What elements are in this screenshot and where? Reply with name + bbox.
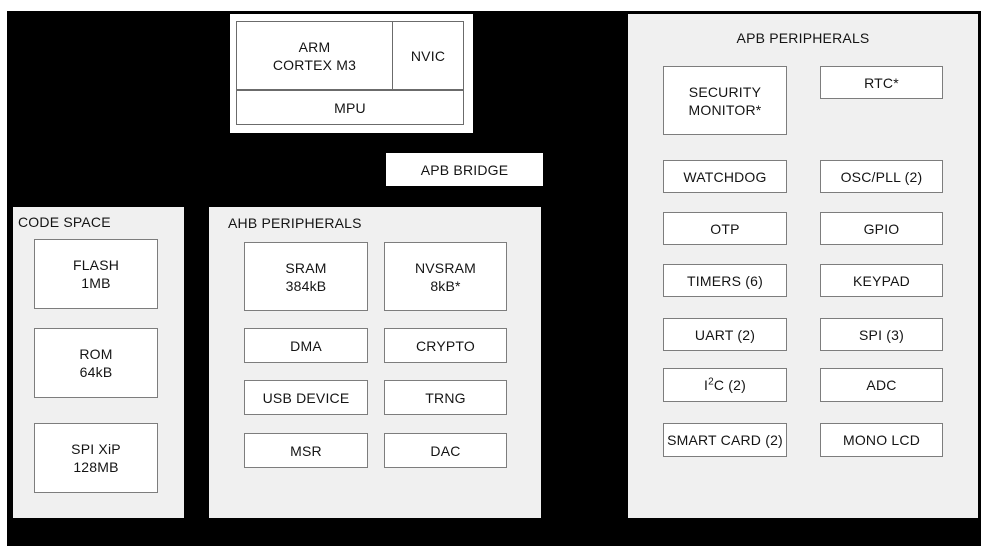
timers-label: TIMERS (6) — [687, 272, 763, 289]
sram-block: SRAM 384kB — [244, 242, 368, 311]
code-space-title: CODE SPACE — [18, 214, 111, 230]
flash-size: 1MB — [81, 275, 111, 291]
arm-core-label-line2: CORTEX M3 — [272, 56, 357, 73]
watchdog-block: WATCHDOG — [663, 160, 787, 193]
rtc-block: RTC* — [820, 66, 943, 99]
osc-pll-block: OSC/PLL (2) — [820, 160, 943, 193]
i2c-superscript: 2 — [708, 376, 714, 388]
spi-xip-label: SPI XiP — [71, 441, 121, 457]
dac-block: DAC — [384, 433, 507, 468]
adc-block: ADC — [820, 368, 943, 402]
watchdog-label: WATCHDOG — [683, 168, 767, 185]
ahb-peripherals-title: AHB PERIPHERALS — [228, 215, 362, 231]
keypad-label: KEYPAD — [853, 272, 910, 289]
trng-label: TRNG — [425, 389, 466, 406]
usb-device-block: USB DEVICE — [244, 380, 368, 415]
nvsram-block: NVSRAM 8kB* — [384, 242, 507, 311]
crypto-label: CRYPTO — [415, 337, 476, 354]
rtc-label: RTC* — [864, 74, 899, 91]
flash-label: FLASH — [72, 257, 120, 273]
i2c-block: I2C (2) — [663, 368, 787, 402]
gpio-label: GPIO — [863, 220, 900, 237]
security-monitor-label-line1: SECURITY — [688, 83, 762, 100]
otp-block: OTP — [663, 212, 787, 245]
usb-device-label: USB DEVICE — [262, 389, 350, 406]
dma-block: DMA — [244, 328, 368, 363]
dac-label: DAC — [430, 442, 461, 459]
mpu-label: MPU — [334, 99, 366, 116]
timers-block: TIMERS (6) — [663, 264, 787, 297]
mono-lcd-block: MONO LCD — [820, 423, 943, 457]
rom-block: ROM 64kB — [34, 328, 158, 398]
nvsram-label: NVSRAM — [414, 259, 477, 276]
security-monitor-block: SECURITY MONITOR* — [663, 66, 787, 135]
apb-bridge-label: APB BRIDGE — [420, 161, 509, 178]
apb-peripherals-panel: APB PERIPHERALS SECURITY MONITOR* RTC* W… — [628, 14, 978, 518]
msr-block: MSR — [244, 433, 368, 468]
sram-label: SRAM — [285, 259, 327, 276]
apb-bridge-block: APB BRIDGE — [386, 153, 543, 186]
i2c-label: I2C (2) — [704, 376, 746, 393]
mono-lcd-label: MONO LCD — [842, 432, 921, 448]
smart-card-block: SMART CARD (2) — [663, 423, 787, 457]
adc-label: ADC — [866, 377, 897, 393]
gpio-block: GPIO — [820, 212, 943, 245]
uart-label: UART (2) — [694, 326, 756, 343]
osc-pll-label: OSC/PLL (2) — [840, 168, 923, 185]
flash-block: FLASH 1MB — [34, 239, 158, 309]
arm-cortex-m3-block: ARM CORTEX M3 — [236, 21, 393, 90]
spi-label: SPI (3) — [859, 326, 904, 343]
apb-peripherals-title: APB PERIPHERALS — [736, 30, 870, 46]
sram-size: 384kB — [285, 277, 327, 294]
trng-block: TRNG — [384, 380, 507, 415]
msr-label: MSR — [290, 442, 322, 459]
spi-block: SPI (3) — [820, 318, 943, 351]
dma-label: DMA — [290, 337, 322, 354]
spi-xip-size: 128MB — [73, 459, 119, 475]
uart-block: UART (2) — [663, 318, 787, 351]
spi-xip-block: SPI XiP 128MB — [34, 423, 158, 493]
rom-size: 64kB — [79, 364, 113, 380]
security-monitor-label-line2: MONITOR* — [688, 101, 762, 118]
nvsram-size: 8kB* — [430, 277, 461, 294]
crypto-block: CRYPTO — [384, 328, 507, 363]
nvic-block: NVIC — [392, 21, 464, 90]
arm-core-label-line1: ARM — [298, 38, 331, 55]
keypad-block: KEYPAD — [820, 264, 943, 297]
cpu-block: ARM CORTEX M3 NVIC MPU — [230, 14, 473, 133]
code-space-panel: CODE SPACE FLASH 1MB ROM 64kB SPI XiP 12… — [13, 207, 184, 518]
nvic-label: NVIC — [410, 47, 446, 64]
otp-label: OTP — [710, 220, 740, 237]
mpu-block: MPU — [236, 90, 464, 125]
rom-label: ROM — [79, 346, 113, 362]
smart-card-label: SMART CARD (2) — [667, 432, 783, 448]
ahb-peripherals-panel: AHB PERIPHERALS SRAM 384kB NVSRAM 8kB* D… — [209, 207, 541, 518]
